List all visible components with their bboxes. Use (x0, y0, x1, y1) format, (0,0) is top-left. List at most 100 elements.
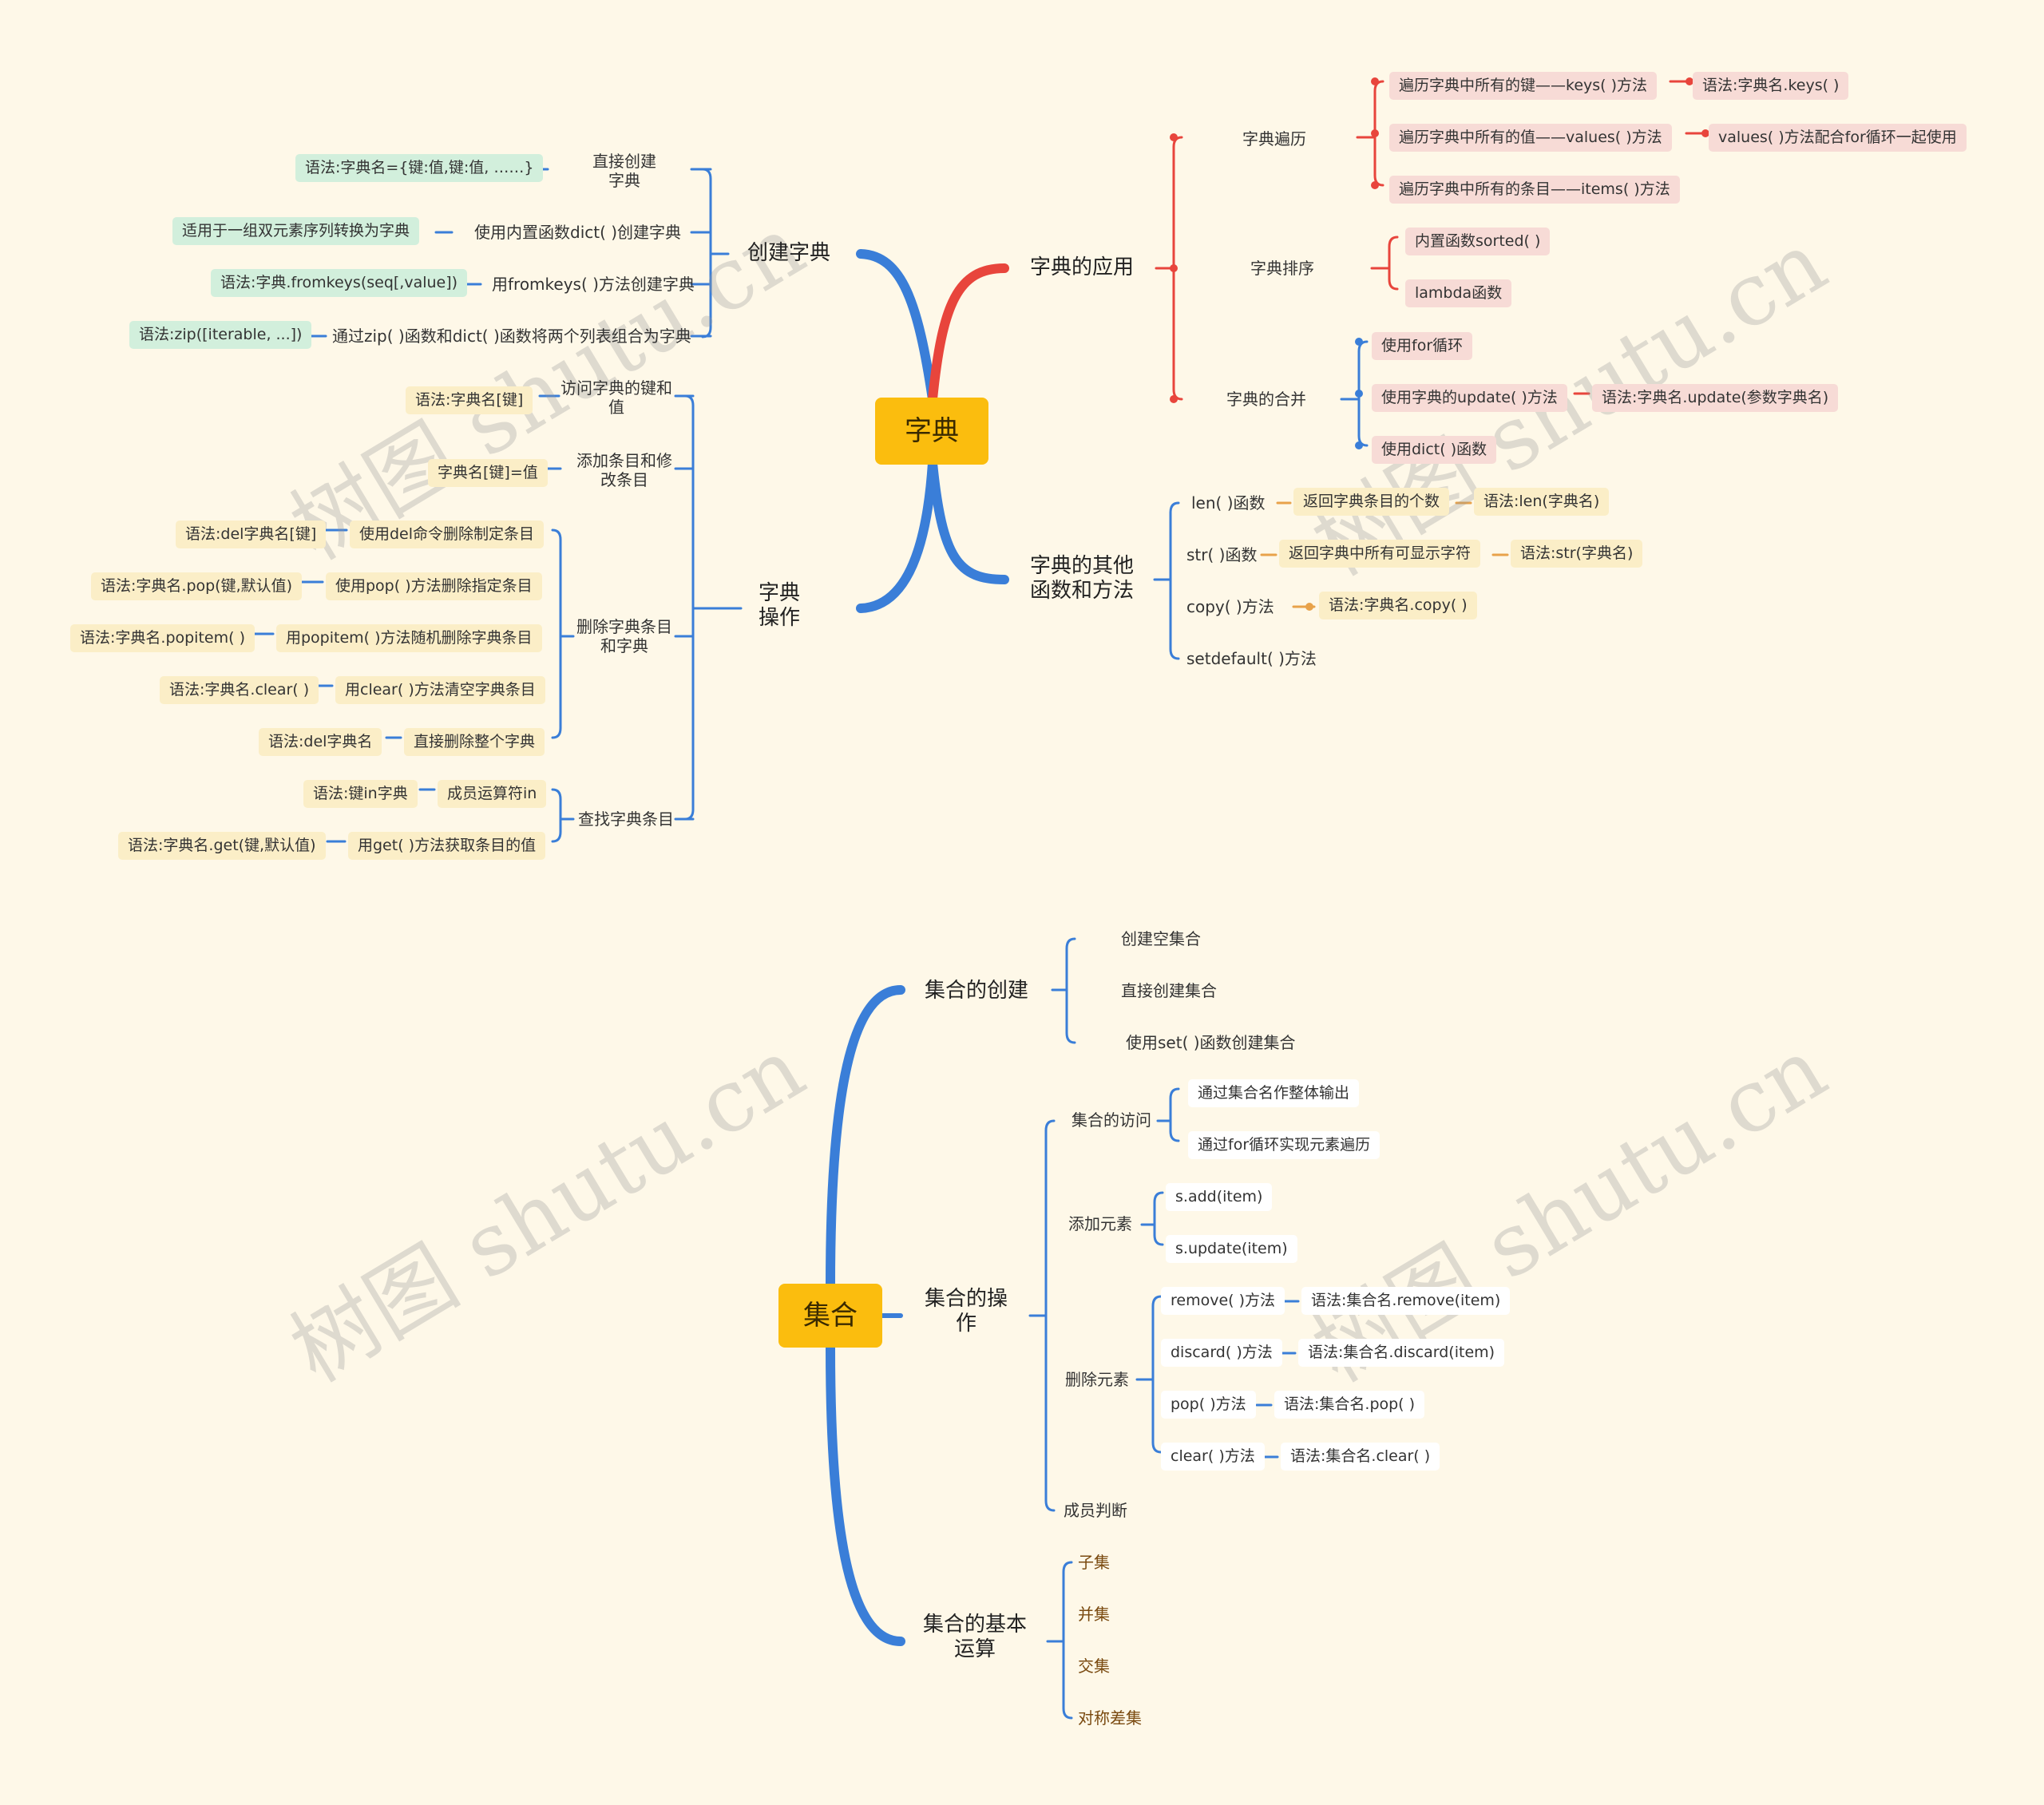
clear-method-node[interactable]: clear( )方法 (1161, 1443, 1265, 1471)
dict-create-branch[interactable]: 创建字典 (747, 241, 831, 265)
union-node[interactable]: 并集 (1078, 1605, 1110, 1624)
main-branch-curve (826, 1343, 905, 1646)
del-cmd-syntax[interactable]: 语法:del字典名[键] (176, 521, 327, 548)
get-node[interactable]: 用get( )方法获取条目的值 (348, 832, 546, 860)
set-create-branch[interactable]: 集合的创建 (925, 979, 1029, 1003)
bracket-line (1065, 937, 1076, 1044)
connector-dot (1355, 390, 1363, 398)
fromkeys-syntax[interactable]: 语法:字典.fromkeys(seq[,value]) (211, 269, 468, 297)
len-syntax[interactable]: 语法:len(字典名) (1474, 488, 1610, 516)
delete-node[interactable]: 删除字典条目 和字典 (576, 617, 672, 655)
set-fn-node[interactable]: 使用set( )函数创建集合 (1126, 1033, 1296, 1052)
lambda-node[interactable]: lambda函数 (1405, 279, 1512, 307)
setdefault-node[interactable]: setdefault( )方法 (1186, 649, 1317, 668)
dict-funcs-branch[interactable]: 字典的其他 函数和方法 (1030, 554, 1135, 604)
set-for-loop-node[interactable]: 通过for循环实现元素遍历 (1188, 1131, 1380, 1159)
direct-set-node[interactable]: 直接创建集合 (1121, 981, 1217, 1000)
sorted-node[interactable]: 内置函数sorted( ) (1405, 228, 1551, 255)
del-all-syntax[interactable]: 语法:del字典名 (259, 728, 382, 756)
clear-syntax[interactable]: 语法:字典名.clear( ) (160, 676, 319, 704)
discard-syntax[interactable]: 语法:集合名.discard(item) (1298, 1339, 1505, 1367)
sym-diff-node[interactable]: 对称差集 (1078, 1708, 1142, 1728)
empty-set-node[interactable]: 创建空集合 (1121, 929, 1201, 948)
connector-dot (1170, 395, 1178, 403)
keys-syntax[interactable]: 语法:字典名.keys( ) (1693, 72, 1849, 100)
set-add-node[interactable]: 添加元素 (1068, 1214, 1132, 1233)
bracket-line (683, 394, 695, 821)
direct-create-node[interactable]: 直接创建 字典 (592, 152, 656, 190)
values-note[interactable]: values( )方法配合for循环一起使用 (1709, 124, 1967, 152)
set-remove-node[interactable]: 删除元素 (1065, 1370, 1129, 1389)
dict-ops-branch[interactable]: 字典 操作 (759, 581, 801, 631)
update-node[interactable]: 使用字典的update( )方法 (1372, 384, 1567, 412)
clear-node[interactable]: 用clear( )方法清空字典条目 (335, 676, 545, 704)
dict-root-node[interactable]: 字典 (875, 398, 988, 465)
remove-syntax[interactable]: 语法:集合名.remove(item) (1301, 1287, 1511, 1315)
direct-create-syntax[interactable]: 语法:字典名={键:值,键:值, ……} (295, 154, 544, 182)
bracket-line (1153, 1191, 1164, 1246)
del-cmd-node[interactable]: 使用del命令删除制定条目 (350, 521, 545, 548)
set-root-node[interactable]: 集合 (778, 1284, 882, 1348)
set-ops-branch[interactable]: 集合的操 作 (925, 1287, 1008, 1336)
s-add-node[interactable]: s.add(item) (1166, 1183, 1273, 1211)
popitem-node[interactable]: 用popitem( )方法随机删除字典条目 (276, 624, 542, 652)
sort-node[interactable]: 字典排序 (1250, 259, 1314, 278)
add-modify-node[interactable]: 添加条目和修 改条目 (576, 451, 672, 489)
dict-fn-note[interactable]: 适用于一组双元素序列转换为字典 (172, 217, 420, 245)
str-desc[interactable]: 返回字典中所有可显示字符 (1279, 540, 1481, 568)
connector-dot (1355, 441, 1363, 449)
del-all-node[interactable]: 直接删除整个字典 (404, 728, 545, 756)
intersection-node[interactable]: 交集 (1078, 1657, 1110, 1676)
len-desc[interactable]: 返回字典条目的个数 (1293, 488, 1450, 516)
update-syntax[interactable]: 语法:字典名.update(参数字典名) (1592, 384, 1839, 412)
len-node[interactable]: len( )函数 (1191, 493, 1266, 513)
copy-syntax[interactable]: 语法:字典名.copy( ) (1319, 592, 1477, 619)
dict-fn-create-node[interactable]: 使用内置函数dict( )创建字典 (474, 223, 682, 242)
add-syntax[interactable]: 字典名[键]=值 (428, 459, 548, 487)
find-node[interactable]: 查找字典条目 (578, 809, 674, 829)
in-syntax[interactable]: 语法:键in字典 (303, 780, 418, 808)
connector-dot (1371, 181, 1379, 189)
dict-fn-merge-node[interactable]: 使用dict( )函数 (1372, 436, 1497, 464)
str-syntax[interactable]: 语法:str(字典名) (1511, 540, 1643, 568)
discard-method-node[interactable]: discard( )方法 (1161, 1339, 1282, 1367)
keys-node[interactable]: 遍历字典中所有的键——keys( )方法 (1389, 72, 1658, 100)
main-branch-curve (928, 263, 1009, 404)
access-syntax[interactable]: 语法:字典名[键] (406, 386, 533, 414)
fromkeys-node[interactable]: 用fromkeys( )方法创建字典 (492, 275, 695, 294)
pop-node[interactable]: 使用pop( )方法删除指定条目 (326, 572, 542, 600)
zip-node[interactable]: 通过zip( )函数和dict( )函数将两个列表组合为字典 (332, 327, 691, 346)
merge-node[interactable]: 字典的合并 (1226, 390, 1306, 409)
str-node[interactable]: str( )函数 (1186, 545, 1258, 564)
connector-dot (1371, 129, 1379, 137)
popitem-syntax[interactable]: 语法:字典名.popitem( ) (70, 624, 255, 652)
traverse-node[interactable]: 字典遍历 (1242, 129, 1306, 148)
member-node[interactable]: 成员判断 (1064, 1501, 1127, 1520)
connector-dot (1170, 133, 1178, 141)
pop-syntax[interactable]: 语法:字典名.pop(键,默认值) (91, 572, 303, 600)
pop-method-node[interactable]: pop( )方法 (1161, 1391, 1256, 1419)
for-loop-node[interactable]: 使用for循环 (1372, 332, 1473, 360)
zip-syntax[interactable]: 语法:zip([iterable, ...]) (129, 321, 312, 349)
values-node[interactable]: 遍历字典中所有的值——values( )方法 (1389, 124, 1672, 152)
bracket-line (551, 788, 562, 843)
dict-apps-branch[interactable]: 字典的应用 (1030, 255, 1135, 279)
bracket-line (1151, 1295, 1163, 1454)
remove-method-node[interactable]: remove( )方法 (1161, 1287, 1285, 1315)
access-node[interactable]: 访问字典的键和 值 (561, 378, 672, 417)
items-node[interactable]: 遍历字典中所有的条目——items( )方法 (1389, 176, 1680, 204)
copy-node[interactable]: copy( )方法 (1186, 597, 1274, 616)
connector-dot (1355, 338, 1363, 346)
pop-syntax[interactable]: 语法:集合名.pop( ) (1274, 1391, 1425, 1419)
s-update-node[interactable]: s.update(item) (1166, 1235, 1297, 1263)
set-access-node[interactable]: 集合的访问 (1072, 1110, 1151, 1130)
set-basic-branch[interactable]: 集合的基本 运算 (923, 1613, 1028, 1662)
subset-node[interactable]: 子集 (1078, 1553, 1110, 1572)
clear-set-syntax[interactable]: 语法:集合名.clear( ) (1281, 1443, 1440, 1471)
in-op-node[interactable]: 成员运算符in (438, 780, 547, 808)
bracket-line (1169, 501, 1180, 660)
get-syntax[interactable]: 语法:字典名.get(键,默认值) (118, 832, 326, 860)
main-branch-curve (856, 249, 937, 404)
print-all-node[interactable]: 通过集合名作整体输出 (1188, 1079, 1360, 1107)
